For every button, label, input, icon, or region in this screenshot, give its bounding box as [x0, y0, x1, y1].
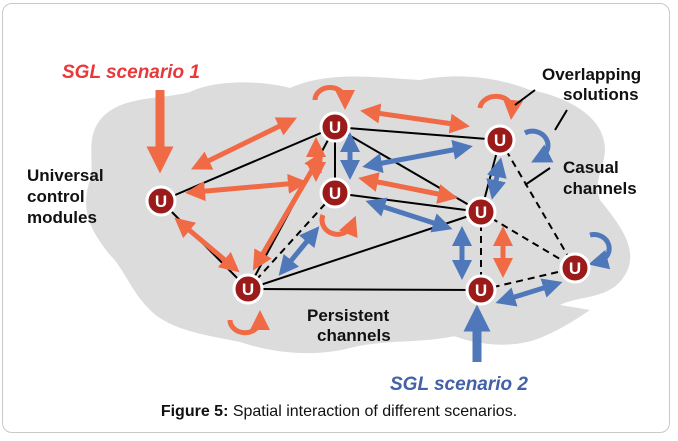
blue-interaction-arrows [278, 132, 563, 307]
universal-control-modules: U U U U U U U U [145, 111, 591, 306]
persistent-label-line1: Persistent [307, 306, 390, 325]
svg-text:U: U [569, 259, 581, 278]
persistent-label-line2: channels [317, 326, 391, 345]
caption-text: Spatial interaction of different scenari… [228, 403, 518, 420]
sgl-scenario-1-label: SGL scenario 1 [62, 62, 200, 83]
svg-text:U: U [329, 184, 341, 203]
module-node: U [465, 196, 497, 228]
overlap-label-line1: Overlapping [542, 65, 641, 84]
sgl-scenario-2-label: SGL scenario 2 [390, 374, 528, 395]
casual-label-line2: channels [563, 179, 637, 198]
module-node: U [319, 177, 351, 209]
loop-icon [523, 128, 554, 163]
loop-icon [477, 93, 523, 120]
casual-label-line1: Casual [563, 158, 619, 177]
loop-icon [312, 85, 355, 110]
module-node: U [559, 252, 591, 284]
svg-text:U: U [475, 281, 487, 300]
svg-text:U: U [329, 118, 341, 137]
module-node: U [232, 273, 264, 305]
module-node: U [484, 124, 516, 156]
overlap-label-line2: solutions [563, 85, 639, 104]
svg-text:U: U [494, 131, 506, 150]
svg-text:U: U [475, 203, 487, 222]
callout-lines [514, 89, 568, 186]
self-loop-arrows [227, 85, 612, 336]
loop-icon [588, 232, 612, 270]
caption-label: Figure 5: [160, 403, 229, 420]
universal-label-line1: Universal [27, 166, 104, 185]
svg-text:U: U [242, 280, 254, 299]
module-node: U [319, 111, 351, 143]
loop-icon [319, 214, 358, 239]
module-node: U [465, 274, 497, 306]
universal-label-line2: control [27, 187, 85, 206]
figure-caption: Figure 5: Spatial interaction of differe… [0, 403, 678, 421]
universal-label-line3: modules [27, 208, 97, 227]
loop-icon [227, 310, 270, 336]
svg-text:U: U [155, 192, 167, 211]
module-node: U [145, 185, 177, 217]
orange-interaction-arrows [174, 103, 513, 278]
